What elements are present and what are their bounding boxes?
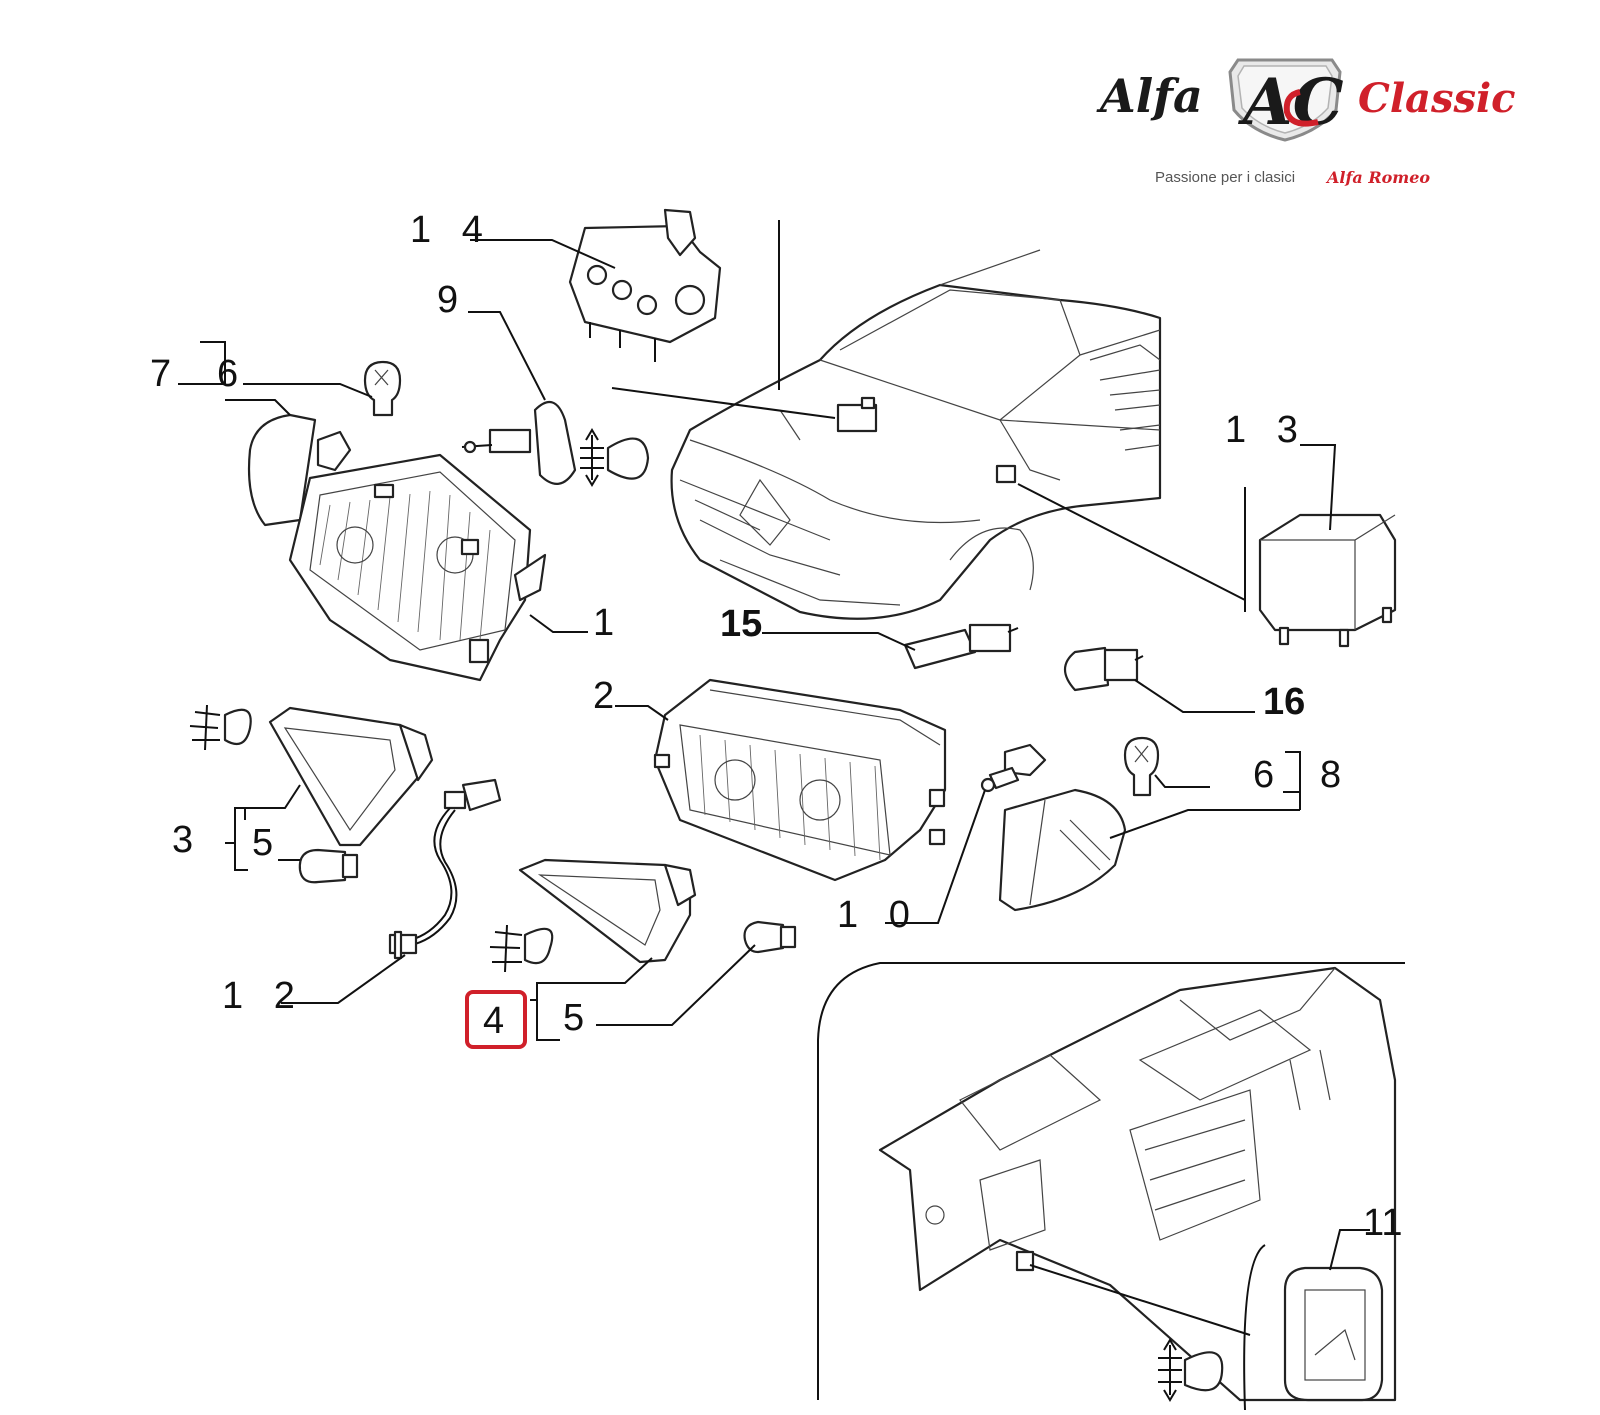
callout-11: 11 bbox=[1363, 1202, 1402, 1244]
callout-12: 1 2 bbox=[222, 975, 305, 1017]
part-16-bulb bbox=[1063, 646, 1144, 692]
part-4-fog-lamp bbox=[518, 858, 697, 964]
callout-6-top: 6 bbox=[217, 353, 238, 395]
part-8-side-indicator bbox=[998, 788, 1127, 912]
callout-9: 9 bbox=[437, 279, 458, 321]
logo-tagline: Passione per i clasici bbox=[1155, 169, 1295, 186]
part-11-switch bbox=[1283, 1266, 1384, 1402]
callout-10: 1 0 bbox=[837, 894, 920, 936]
logo-tagline-brand: Alfa Romeo bbox=[1325, 168, 1430, 187]
part-10-bolt bbox=[980, 743, 1047, 793]
headlamp-beam-adjust-icon-2 bbox=[1158, 1338, 1224, 1402]
callout-3: 3 bbox=[172, 819, 193, 861]
callout-1: 1 bbox=[593, 602, 614, 644]
headlamp-beam-adjust-icon bbox=[580, 428, 650, 487]
logo-monogram: AC bbox=[1238, 65, 1344, 140]
car-front-view bbox=[611, 220, 1246, 620]
part-5-bulb-left bbox=[298, 848, 359, 884]
part-7-side-lamp bbox=[247, 413, 352, 527]
callout-4: 4 bbox=[483, 1000, 504, 1042]
part-14-connector bbox=[568, 208, 722, 362]
callout-labels: 1 4 9 7 6 1 2 15 1 3 16 6 8 3 5 1 0 1 2 … bbox=[150, 209, 1402, 1244]
part-1-headlamp bbox=[288, 453, 547, 682]
logo-shield-icon: AC bbox=[1228, 58, 1344, 142]
callout-16: 16 bbox=[1263, 681, 1305, 723]
fog-lamp-icon-2 bbox=[489, 924, 554, 973]
part-9-bulb bbox=[461, 400, 577, 485]
callout-4-highlight-box bbox=[465, 990, 527, 1049]
callout-7: 7 bbox=[150, 353, 171, 395]
callout-14: 1 4 bbox=[410, 209, 493, 251]
callout-6-right: 6 bbox=[1253, 754, 1274, 796]
callout-5-bottom: 5 bbox=[563, 997, 584, 1039]
part-6-bulb-top bbox=[363, 360, 402, 417]
brand-logo: Alfa AC Classic Passione per i clasici A… bbox=[1096, 58, 1516, 187]
callout-15: 15 bbox=[720, 603, 762, 645]
callout-13: 1 3 bbox=[1225, 409, 1308, 451]
callout-2: 2 bbox=[593, 675, 614, 717]
callout-5-left: 5 bbox=[252, 822, 273, 864]
part-12-wiring-harness bbox=[388, 778, 502, 960]
part-15-bulb bbox=[903, 623, 1019, 670]
part-13-relay bbox=[1258, 513, 1397, 648]
dashboard-inset bbox=[817, 962, 1405, 1411]
callout-8: 8 bbox=[1320, 754, 1341, 796]
part-2-headlamp bbox=[653, 678, 947, 882]
fog-lamp-icon bbox=[189, 704, 252, 751]
logo-word-alfa: Alfa bbox=[1096, 69, 1203, 123]
part-6-bulb-right bbox=[1123, 736, 1160, 797]
part-3-fog-lamp bbox=[268, 706, 434, 847]
leader-lines bbox=[178, 239, 1370, 1271]
logo-word-classic: Classic bbox=[1358, 75, 1516, 122]
